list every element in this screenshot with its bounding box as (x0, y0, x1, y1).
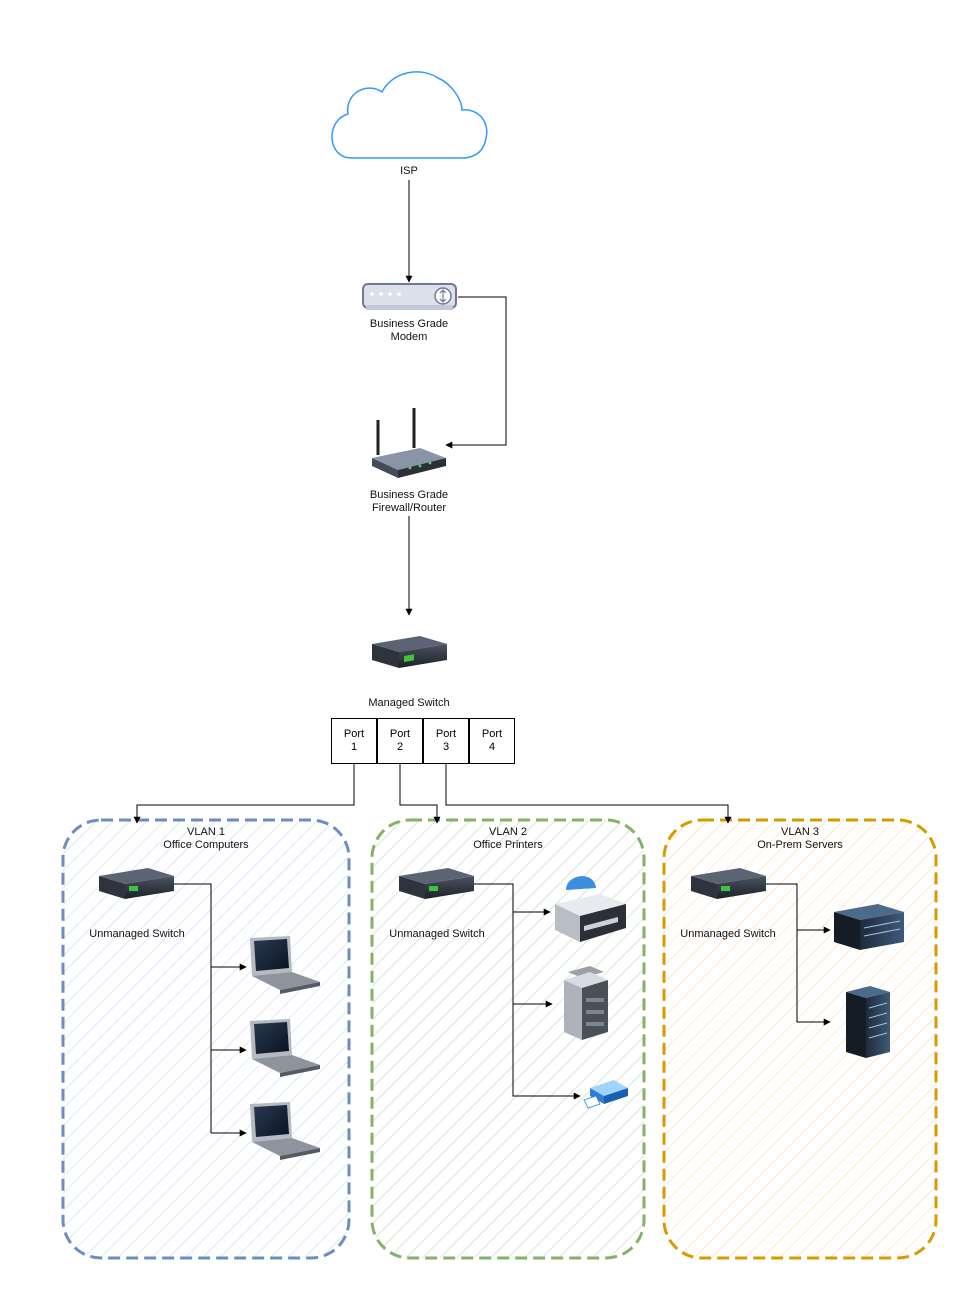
vlan-1-switch-label: Unmanaged Switch (89, 928, 185, 940)
port-1-word: Port (343, 728, 365, 740)
vlan-1-subtitle: Office Computers (163, 839, 249, 851)
isp-label: ISP (400, 165, 418, 177)
connectors (133, 180, 831, 1137)
vlan3-switch-link (764, 883, 831, 1026)
laptop-3-icon (250, 1102, 320, 1160)
vlan-3-switch-label: Unmanaged Switch (680, 928, 776, 940)
vlan-3-title: VLAN 3 (781, 826, 819, 838)
modem-to-router-line (445, 296, 507, 449)
port-3-number: 3 (442, 741, 450, 753)
vlan-1-title: VLAN 1 (187, 826, 225, 838)
vlan2-switch-icon (399, 868, 474, 899)
isp-cloud-icon (331, 71, 488, 159)
server-rack-icon (834, 904, 904, 950)
printer-icon (555, 876, 626, 942)
managed-switch-icon (372, 636, 447, 668)
port-3-word: Port (435, 728, 457, 740)
port1-to-vlan1-line (133, 764, 355, 824)
laptop-2-icon (250, 1019, 320, 1077)
port-4-word: Port (481, 728, 503, 740)
port-1-number: 1 (350, 741, 358, 753)
laptop-1-icon (250, 936, 320, 994)
vlan-2-title: VLAN 2 (489, 826, 527, 838)
copier-icon (564, 966, 608, 1040)
scanner-icon (583, 1080, 628, 1109)
port-3: Port 3 (423, 718, 469, 764)
port3-to-vlan3-line (445, 764, 732, 824)
server-tower-icon (846, 986, 890, 1058)
port-4: Port 4 (469, 718, 515, 764)
vlan2-switch-link (472, 883, 581, 1100)
port-1: Port 1 (331, 718, 377, 764)
vlan3-switch-icon (691, 868, 766, 899)
port-4-number: 4 (488, 741, 496, 753)
router-label-line2: Firewall/Router (372, 502, 446, 514)
modem-icon (362, 283, 457, 310)
managed-switch-label: Managed Switch (368, 697, 450, 709)
vlan-2-switch-label: Unmanaged Switch (389, 928, 485, 940)
router-label-line1: Business Grade (369, 489, 449, 501)
modem-label-line1: Business Grade (369, 318, 449, 330)
port-2-number: 2 (396, 741, 404, 753)
modem-label-line2: Modem (390, 331, 428, 343)
vlan-3-subtitle: On-Prem Servers (757, 839, 843, 851)
port2-to-vlan2-line (399, 764, 441, 824)
port-2-word: Port (389, 728, 411, 740)
router-icon (372, 408, 446, 478)
vlan1-switch-icon (99, 868, 174, 899)
port-2: Port 2 (377, 718, 423, 764)
vlan-2-subtitle: Office Printers (473, 839, 543, 851)
